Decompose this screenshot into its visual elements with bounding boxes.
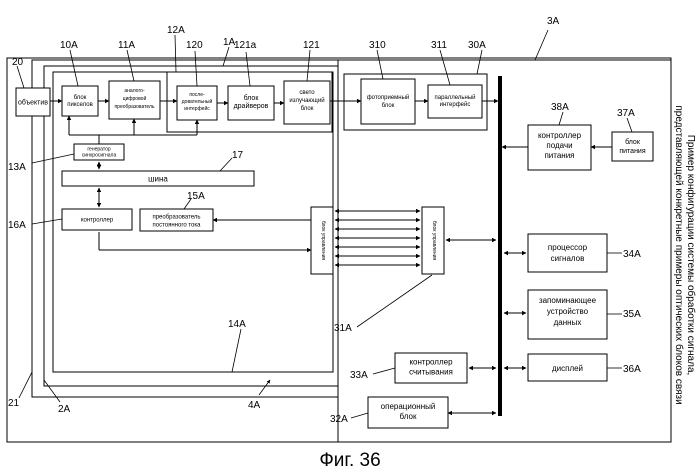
side-title-line-2: представляющей конкретные примеры оптиче… [673,105,685,404]
ref-311: 311 [431,40,447,51]
ref-32A: 32A [330,414,348,425]
light-emitting-block: светоизлучающий блок [284,81,330,124]
power-controller-label-2: подачи [546,141,572,150]
signal-processor-block: процессор сигналов [528,234,607,272]
control-unit-left: блок управления [311,207,333,274]
driver-block-label-2: драйверов [234,102,269,110]
signal-processor-label-2: сигналов [551,254,585,263]
ref-121: 121 [303,40,320,51]
read-controller-label-2: считывания [409,368,453,377]
ref-2A: 2A [58,404,71,415]
signal-processor-label-1: процессор [548,243,588,252]
ref-12A: 12A [167,25,185,36]
photo-receiver-block: фотоприемный блок [361,79,415,124]
dc-converter-label-2: постоянного тока [153,223,202,229]
bus-label: шина [148,175,168,184]
adc-label-1: аналого- [124,88,145,94]
ref-20: 20 [12,57,24,68]
control-unit-left-label: блок управления [320,221,326,261]
ref-3A: 3A [547,16,560,27]
adc-label-2: цифровой [123,95,147,102]
light-emitting-label-1: свето [299,90,315,96]
ref-17: 17 [232,150,244,161]
photo-receiver-label-1: фотоприемный [367,94,410,101]
adc-block: аналого-цифровой преобразователь [109,81,160,119]
display-block: дисплей [528,354,607,381]
ref-21: 21 [8,398,20,409]
display-label: дисплей [552,364,583,373]
photo-receiver-label-2: блок [382,103,395,109]
read-controller-block: контроллерсчитывания [395,353,467,383]
dc-converter-block: преобразователь постоянного тока [140,209,213,231]
control-unit-right: блок управления [422,207,444,274]
operation-block-label-1: операционный [381,402,436,411]
light-emitting-label-3: блок [301,106,314,112]
power-controller-label-1: контроллер [538,131,582,140]
ref-11A: 11A [118,40,135,51]
figure-caption: Фиг. 36 [319,450,380,471]
storage-label-3: данных [554,318,582,327]
pixel-block-label-1: блок [74,95,87,101]
ref-14A: 14A [228,319,246,330]
objective-block: объектив [16,88,50,116]
power-controller-block: контроллерподачипитания [528,125,591,170]
serializer-block: после-довательныйинтерфейс [177,86,217,120]
light-emitting-label-2: излучающий [289,97,324,104]
ref-310: 310 [369,40,386,51]
power-controller-label-3: питания [544,151,574,160]
parallel-interface-label-1: параллельный [434,94,475,101]
operation-block-label-2: блок [400,412,417,421]
power-block: блок питания [612,132,653,161]
ref-31A: 31A [334,323,352,334]
side-title: Пример конфигурации системы обработки си… [673,105,697,404]
sync-generator-block: генераторсинхросигнала [74,144,124,160]
storage-block: запоминающее устройство данных [528,290,607,339]
adc-label-3: преобразователь [114,104,154,110]
parallel-interface-label-2: интерфейс [440,101,471,108]
pixel-block: блокпикселов [62,86,98,116]
operation-block: операционныйблок [368,397,448,428]
ref-34A: 34A [623,249,641,260]
control-unit-right-label: блок управления [431,221,437,261]
ref-13A: 13A [8,162,26,173]
controller-block: контроллер [62,209,132,230]
ref-37A: 37A [617,108,635,119]
parallel-interface-block: параллельныйинтерфейс [428,85,482,118]
ref-121a: 121a [234,40,257,51]
power-block-label-1: блок [625,138,641,146]
pixel-block-label-2: пикселов [67,102,93,108]
dc-converter-label-1: преобразователь [152,215,200,221]
ref-38A: 38A [551,102,569,113]
storage-label-2: устройство [547,307,589,316]
storage-label-1: запоминающее [539,296,597,305]
controller-label: контроллер [81,218,114,224]
ref-36A: 36A [623,364,641,375]
read-controller-label-1: контроллер [409,358,453,367]
svg-text:контроллерсчитывания: контроллерсчитывания [409,358,453,377]
serializer-label-1: после- [189,92,205,98]
ref-10A: 10A [60,40,78,51]
ref-33A: 33A [350,370,368,381]
ref-4A: 4A [248,400,261,411]
ref-30A: 30A [468,40,486,51]
power-block-label-2: питания [619,148,645,155]
side-title-line-1: Пример конфигурации системы обработки си… [685,135,697,376]
bus-block: шина [62,171,254,186]
ref-120: 120 [186,40,203,51]
driver-block: блокдрайверов [228,86,274,120]
ref-16A: 16A [8,220,26,231]
serializer-label-3: интерфейс [184,105,210,112]
sync-generator-label-2: синхросигнала [82,153,117,159]
serializer-label-2: довательный [182,98,213,105]
host-data-bus [498,76,502,416]
ref-35A: 35A [623,309,641,320]
ref-15A: 15A [187,191,205,202]
objective-label: объектив [18,99,48,107]
driver-block-label-1: блок [244,94,260,102]
